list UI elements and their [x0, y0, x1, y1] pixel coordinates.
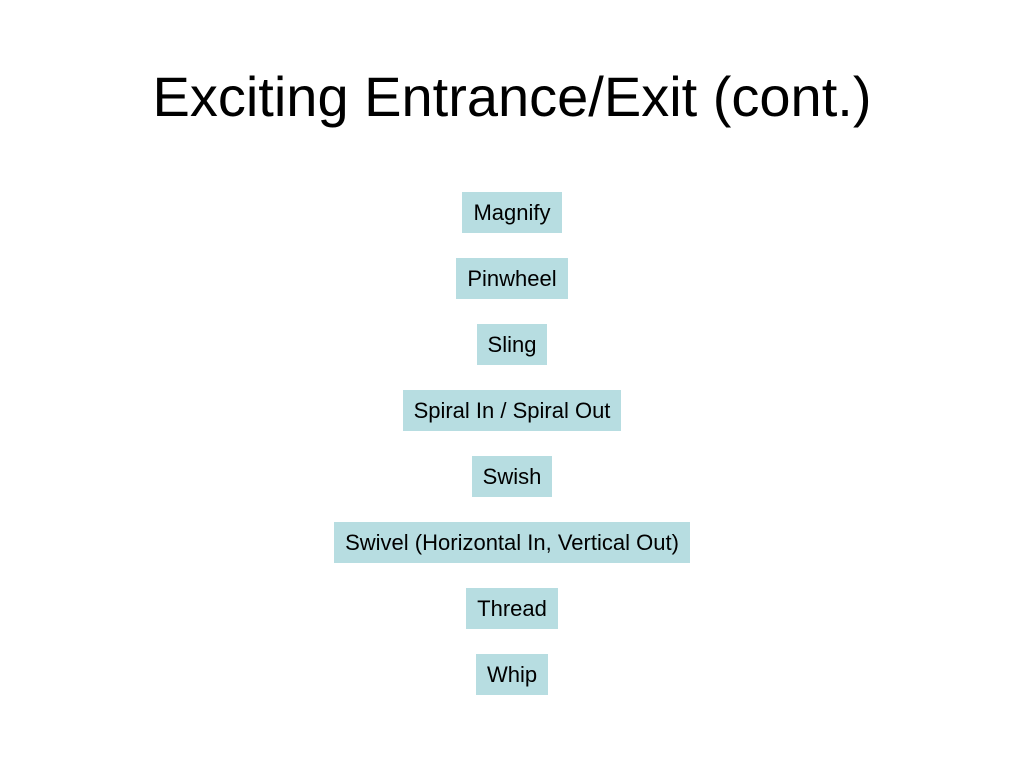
effect-item-swish: Swish: [0, 456, 1024, 497]
effect-item-magnify: Magnify: [0, 192, 1024, 233]
effect-label: Thread: [466, 588, 558, 629]
effect-label: Spiral In / Spiral Out: [402, 390, 622, 431]
slide-title: Exciting Entrance/Exit (cont.): [152, 65, 872, 128]
effect-label: Pinwheel: [456, 258, 568, 299]
effect-item-thread: Thread: [0, 588, 1024, 629]
effect-label: Magnify: [462, 192, 562, 233]
effect-item-whip: Whip: [0, 654, 1024, 695]
effect-label: Swivel (Horizontal In, Vertical Out): [334, 522, 690, 563]
effect-label: Swish: [471, 456, 553, 497]
effect-item-pinwheel: Pinwheel: [0, 258, 1024, 299]
effect-label: Sling: [476, 324, 548, 365]
effect-label: Whip: [475, 654, 549, 695]
effect-item-sling: Sling: [0, 324, 1024, 365]
effect-item-spiral: Spiral In / Spiral Out: [0, 390, 1024, 431]
effect-item-swivel: Swivel (Horizontal In, Vertical Out): [0, 522, 1024, 563]
